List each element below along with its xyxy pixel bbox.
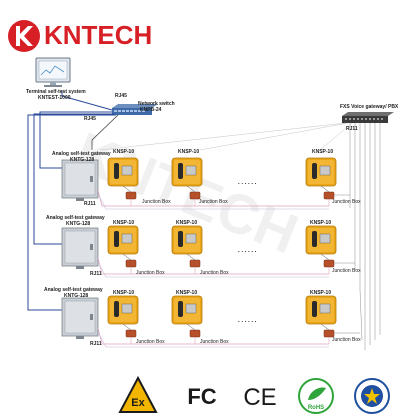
industrial-phone-icon — [305, 225, 337, 255]
rj11-bus-line-2 — [97, 331, 329, 348]
network-switch-icon — [112, 104, 158, 115]
row1-jb2-label: Junction Box — [199, 199, 228, 205]
row3-jb1-label: Junction Box — [136, 339, 165, 345]
svg-text:Ex: Ex — [131, 397, 145, 409]
kntech-logo-icon — [8, 20, 40, 52]
junction-box-icon — [125, 259, 137, 268]
pbx-label: FXS Voice gateway/ PBX — [340, 104, 399, 110]
switch-label-2: KNPB-24 — [140, 107, 162, 113]
terminal-label-1: Terminal self-test system — [26, 89, 86, 95]
row2-dots: . . . . . . — [238, 248, 257, 254]
phone-wire — [320, 253, 330, 261]
industrial-phone-icon — [305, 157, 337, 187]
phone-wire — [122, 323, 132, 331]
industrial-phone-icon — [305, 295, 337, 325]
analog-gateway-cabinet-icon — [61, 227, 99, 269]
row1-gateway-label-2: KNTG-128 — [70, 157, 95, 163]
junction-box-icon — [323, 259, 335, 268]
row1-dots: . . . . . . — [238, 180, 257, 186]
rj11-bus-line — [97, 189, 329, 207]
certification-row: Ex FC CE RoHS — [0, 368, 420, 420]
rohs-icon: RoHS — [298, 378, 334, 414]
analog-gateway-cabinet-icon — [61, 159, 99, 201]
row2-phone3-label: KNSP-10 — [310, 220, 332, 226]
industrial-phone-icon — [171, 225, 203, 255]
phone-wire — [320, 185, 330, 193]
junction-box-icon — [323, 191, 335, 200]
switch-port-label: RJ45 — [84, 116, 96, 122]
terminal-computer-icon — [35, 57, 71, 87]
row2-jb3-label: Junction Box — [332, 268, 361, 274]
industrial-phone-icon — [171, 157, 203, 187]
rj45-link-switch-2 — [33, 113, 114, 245]
row1-phone2-label: KNSP-10 — [178, 149, 200, 155]
row2-jb2-label: Junction Box — [200, 270, 229, 276]
row1-phone1-label: KNSP-10 — [113, 149, 135, 155]
brand-name: KNTECH — [44, 20, 153, 50]
junction-box-icon — [189, 259, 201, 268]
row3-gateway-label-1: Analog self-test gateway — [44, 287, 103, 293]
phone-wire — [186, 323, 196, 331]
row3-port-label: RJ11 — [90, 341, 102, 347]
row1-port-label: RJ11 — [84, 201, 96, 207]
ce-icon: CE — [243, 384, 276, 411]
industrial-phone-icon — [107, 157, 139, 187]
row1-jb1-label: Junction Box — [142, 199, 171, 205]
row3-jb2-label: Junction Box — [200, 339, 229, 345]
junction-box-icon — [125, 329, 137, 338]
row3-phone2-label: KNSP-10 — [176, 290, 198, 296]
rj45-link-terminal — [61, 90, 113, 111]
industrial-phone-icon — [107, 225, 139, 255]
switch-label-1: Network switch — [138, 101, 175, 107]
rj11-bus-line-2 — [97, 193, 329, 210]
fc-icon: FC — [187, 384, 216, 409]
row3-phone3-label: KNSP-10 — [310, 290, 332, 296]
row2-gateway-label-1: Analog self-test gateway — [46, 215, 105, 221]
row3-phone1-label: KNSP-10 — [113, 290, 135, 296]
pbx-port-label: RJ11 — [346, 126, 358, 132]
phone-wire — [122, 185, 132, 193]
phone-wire — [186, 185, 196, 193]
junction-box-icon — [189, 191, 201, 200]
rj11-bus-line — [97, 327, 329, 345]
rj45-link-switch-3 — [27, 114, 116, 311]
row2-port-label: RJ11 — [90, 271, 102, 277]
row2-phone1-label: KNSP-10 — [113, 220, 135, 226]
pbx-trunk-lines — [349, 123, 381, 350]
industrial-phone-icon — [107, 295, 139, 325]
junction-box-icon — [189, 329, 201, 338]
row1-gateway-label-1: Analog self-test gateway — [52, 151, 111, 157]
svg-text:RoHS: RoHS — [308, 405, 324, 411]
rj45-link-switch-1 — [39, 111, 112, 169]
svg-text:CE: CE — [243, 384, 276, 411]
phone-wire — [320, 323, 330, 331]
rj11-bus-line-2 — [97, 261, 329, 278]
terminal-port-label: RJ45 — [115, 93, 127, 99]
row2-gateway-label-2: KNTG-128 — [66, 221, 91, 227]
phone-wire — [122, 253, 132, 261]
system-diagram — [27, 57, 394, 350]
industrial-phone-icon — [171, 295, 203, 325]
rj11-bus-line — [97, 257, 329, 275]
junction-box-icon — [323, 329, 335, 338]
row1-jb3-label: Junction Box — [332, 199, 361, 205]
row3-dots: . . . . . . — [238, 318, 257, 324]
row2-phone2-label: KNSP-10 — [176, 220, 198, 226]
row3-jb3-label: Junction Box — [332, 337, 361, 343]
pbx-gateway-icon — [342, 112, 394, 123]
ex-icon: Ex — [118, 376, 158, 413]
phone-wire — [186, 253, 196, 261]
svg-text:FC: FC — [187, 384, 216, 409]
junction-box-icon — [125, 191, 137, 200]
terminal-label-2: KNTEST-1000 — [38, 95, 71, 101]
row3-gateway-label-2: KNTG-128 — [64, 293, 89, 299]
row2-jb1-label: Junction Box — [136, 270, 165, 276]
row1-phone3-label: KNSP-10 — [312, 149, 334, 155]
analog-gateway-cabinet-icon — [61, 297, 99, 339]
iso-icon — [354, 378, 390, 414]
